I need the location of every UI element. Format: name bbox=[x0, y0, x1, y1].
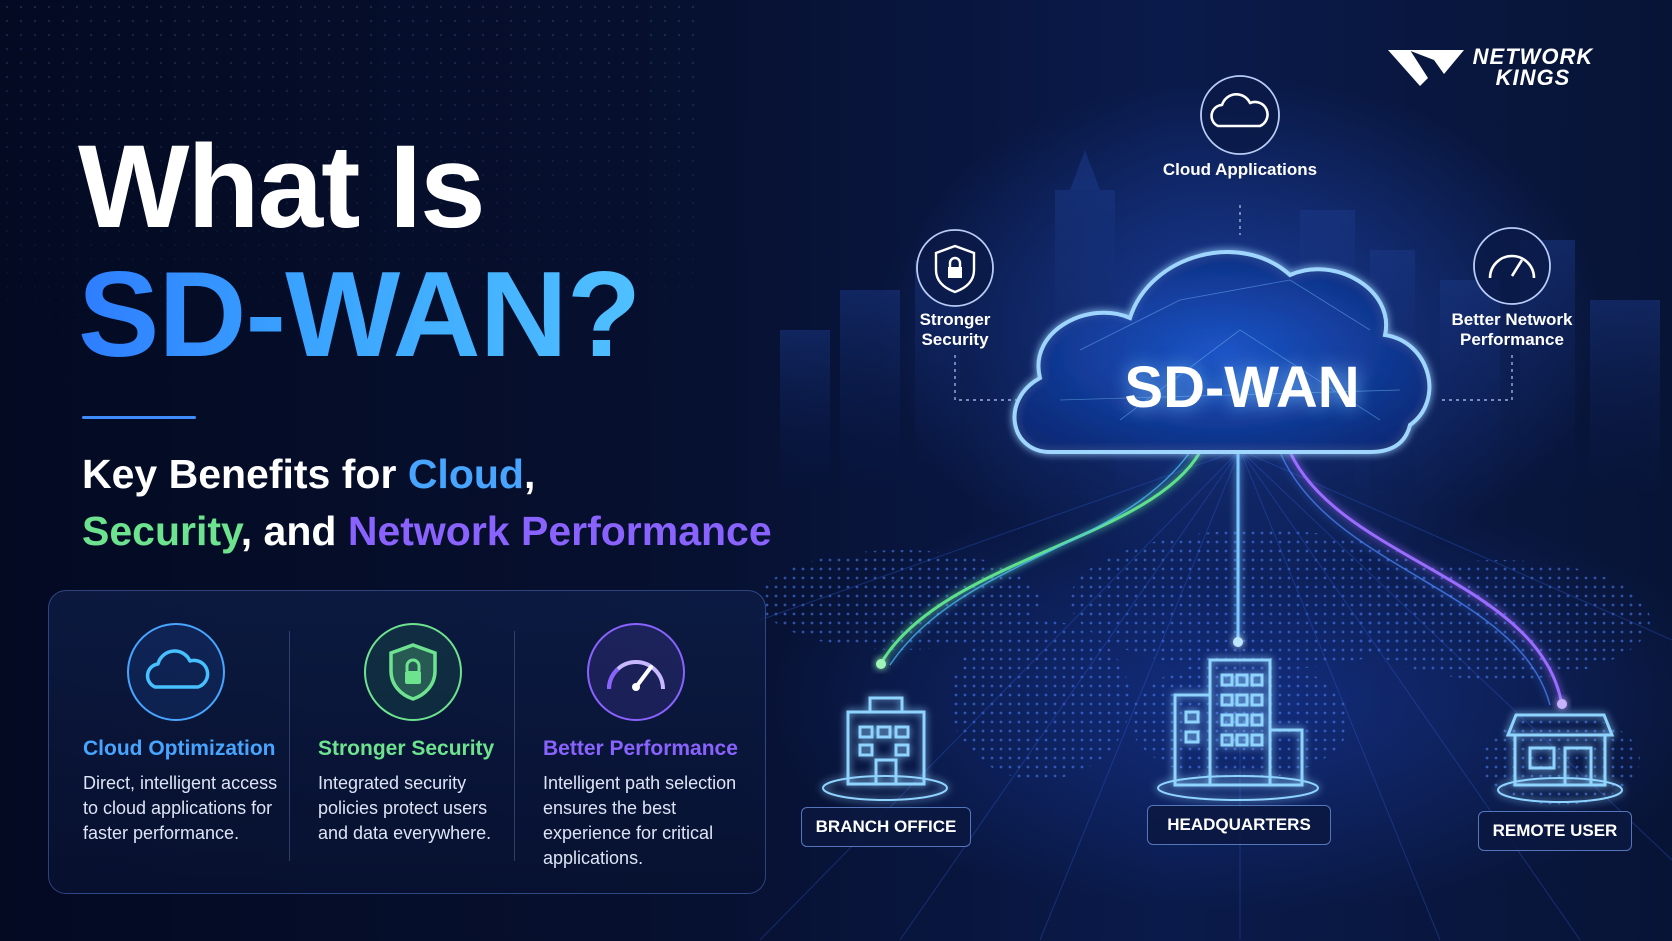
divider bbox=[514, 631, 515, 861]
world-map bbox=[760, 530, 1650, 805]
remote-user-icon bbox=[1497, 713, 1623, 803]
subtitle: Key Benefits for Cloud,Security, and Net… bbox=[82, 451, 772, 554]
benefit-title: Cloud Optimization bbox=[83, 737, 276, 760]
cloud-icon bbox=[145, 649, 210, 689]
headquarters-label: HEADQUARTERS bbox=[1147, 805, 1331, 845]
benefit-title: Stronger Security bbox=[318, 737, 495, 760]
cloud-applications-label: Cloud Applications bbox=[1162, 160, 1318, 179]
stronger-security-label: Stronger Security bbox=[919, 310, 991, 349]
shield-lock-icon bbox=[389, 643, 437, 701]
title-underline bbox=[82, 416, 196, 419]
cloud-mesh bbox=[1059, 279, 1401, 421]
cloud-applications-node bbox=[1200, 75, 1280, 155]
benefit-description: Direct, intelligent access to cloud appl… bbox=[83, 773, 278, 843]
shield-lock-icon bbox=[934, 244, 976, 294]
connection-links bbox=[878, 451, 1564, 706]
better-performance-node bbox=[1473, 227, 1551, 305]
headline-line1: What Is bbox=[78, 121, 486, 253]
headquarters-icon bbox=[1157, 658, 1319, 801]
sdwan-cloud-label: SD-WAN bbox=[1124, 355, 1360, 420]
stronger-security-icon-ring bbox=[364, 623, 462, 721]
speedometer-icon bbox=[1488, 254, 1536, 279]
branch-office-icon bbox=[822, 696, 948, 801]
cloud-optimization-icon-ring bbox=[127, 623, 225, 721]
node-connectors bbox=[954, 205, 1513, 401]
cloud-icon bbox=[1210, 93, 1269, 128]
better-network-performance-label: Better Network Performance bbox=[1451, 310, 1573, 349]
speedometer-icon bbox=[607, 660, 665, 691]
logo-mark-icon bbox=[1388, 50, 1464, 86]
headline-line2: SD-WAN? bbox=[78, 246, 641, 382]
branch-office-label: BRANCH OFFICE bbox=[801, 807, 971, 847]
remote-user-label: REMOTE USER bbox=[1478, 811, 1632, 851]
better-performance-icon-ring bbox=[587, 623, 685, 721]
benefits-panel: Cloud Optimization Direct, intelligent a… bbox=[48, 590, 766, 894]
benefit-title: Better Performance bbox=[543, 737, 738, 760]
benefit-description: Intelligent path selection ensures the b… bbox=[543, 773, 737, 868]
sdwan-cloud bbox=[1012, 250, 1432, 454]
benefit-description: Integrated security policies protect use… bbox=[318, 773, 492, 843]
divider bbox=[289, 631, 290, 861]
dot-pattern bbox=[0, 0, 700, 360]
